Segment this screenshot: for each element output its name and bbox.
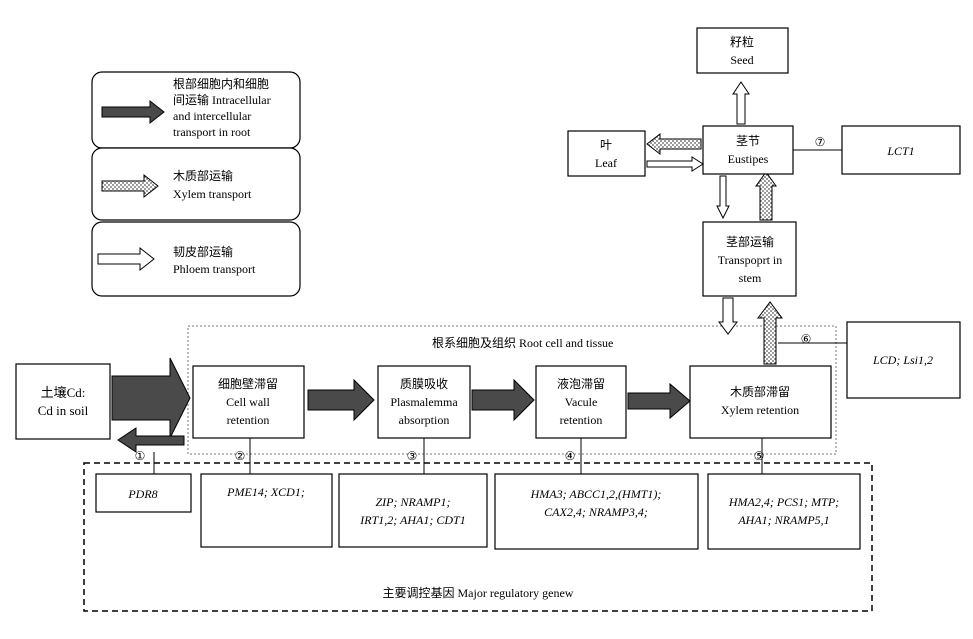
legend-label: transport in root <box>173 125 251 139</box>
stage-label: Cell wall <box>226 395 270 409</box>
stem-label: Transpoprt in <box>718 253 783 267</box>
stage-plasmalemma: 质膜吸收 Plasmalemma absorption <box>377 365 471 439</box>
stem-label: 茎部运输 <box>726 234 774 249</box>
stage-label: absorption <box>399 413 450 427</box>
marker-2: ② <box>235 449 246 463</box>
stage-cell-wall: 细胞壁滞留 Cell wall retention <box>192 365 305 439</box>
legend-label: 根部细胞内和细胞 <box>173 76 269 91</box>
stage-label: 细胞壁滞留 <box>218 376 278 391</box>
xylem-up-arrow-icon <box>755 171 777 221</box>
flow-arrow-icon <box>307 378 375 422</box>
phloem-up-arrow-icon <box>732 81 750 125</box>
legend-phloem: 韧皮部运输 Phloem transport <box>91 221 301 297</box>
stage-label: Plasmalemma <box>390 395 458 409</box>
xylem-left-arrow-icon <box>646 132 702 156</box>
seed-label: 籽粒 <box>730 34 754 49</box>
legend-label: 间运输 Intracellular <box>173 92 271 107</box>
legend: 根部细胞内和细胞 间运输 Intracellular and intercell… <box>91 71 301 297</box>
stage-label: 液泡滞留 <box>557 376 605 391</box>
soil-uptake-arrow-icon <box>111 357 191 439</box>
flow-arrow-icon <box>471 378 535 422</box>
seed-box: 籽粒 Seed <box>696 27 789 74</box>
gene-label: CAX2,4; NRAMP3,4; <box>544 505 648 519</box>
stage-label: retention <box>560 413 603 427</box>
gene-label: PME14; XCD1; <box>226 485 305 499</box>
gene-box-5: HMA2,4; PCS1; MTP; AHA1; NRAMP5,1 <box>707 473 861 550</box>
flow-arrow-icon <box>627 382 691 420</box>
legend-xylem: 木质部运输 Xylem transport <box>91 147 301 221</box>
leaf-label: Leaf <box>595 156 617 170</box>
intracellular-arrow-icon <box>101 99 165 125</box>
gene-box-4: HMA3; ABCC1,2,(HMT1); CAX2,4; NRAMP3,4; <box>494 473 699 550</box>
seed-label: Seed <box>730 53 753 67</box>
gene-box-6: LCD; Lsi1,2 <box>846 321 961 399</box>
gene-label: ZIP; NRAMP1; <box>376 495 451 509</box>
phloem-arrow-icon <box>97 246 155 272</box>
gene-box-7: LCT1 <box>841 125 961 175</box>
stage-label: Xylem retention <box>721 403 799 417</box>
gene-label: LCT1 <box>886 144 914 158</box>
marker-1: ① <box>135 449 146 463</box>
node-box: 茎节 Eustipes <box>702 125 794 175</box>
soil-box: 土壤Cd: Cd in soil <box>15 363 111 440</box>
stage-vacuole: 液泡滞留 Vacule retention <box>535 365 627 439</box>
gene-label: HMA3; ABCC1,2,(HMT1); <box>530 487 662 501</box>
stage-label: 质膜吸收 <box>400 377 448 391</box>
xylem-up-arrow-icon <box>757 301 783 365</box>
phloem-down-arrow-icon <box>718 297 738 335</box>
efflux-arrow-icon <box>117 427 185 453</box>
stem-label: stem <box>739 271 762 285</box>
marker-7: ⑦ <box>815 135 826 149</box>
soil-label: Cd in soil <box>38 403 89 418</box>
leaf-box: 叶 Leaf <box>567 130 646 177</box>
legend-box <box>91 221 301 297</box>
legend-box <box>91 147 301 221</box>
leaf-label: 叶 <box>600 138 612 152</box>
node-label: Eustipes <box>728 152 769 166</box>
gene-label: IRT1,2; AHA1; CDT1 <box>359 513 465 527</box>
stage-label: 木质部滞留 <box>730 384 790 399</box>
legend-label: Xylem transport <box>173 187 252 201</box>
phloem-right-arrow-icon <box>646 156 704 172</box>
marker-5: ⑤ <box>754 449 765 463</box>
legend-label: 韧皮部运输 <box>173 244 233 259</box>
marker-6: ⑥ <box>801 332 812 346</box>
stage-xylem-retention: 木质部滞留 Xylem retention <box>689 365 832 439</box>
root-region <box>187 325 837 455</box>
stem-box: 茎部运输 Transpoprt in stem <box>702 221 797 297</box>
gene-box-3: ZIP; NRAMP1; IRT1,2; AHA1; CDT1 <box>338 473 488 548</box>
marker-3: ③ <box>407 449 418 463</box>
root-region-label: 根系细胞及组织 Root cell and tissue <box>432 336 613 350</box>
legend-intracellular: 根部细胞内和细胞 间运输 Intracellular and intercell… <box>91 71 301 149</box>
xylem-arrow-icon <box>101 173 159 199</box>
legend-label: and intercellular <box>173 109 251 123</box>
marker-4: ④ <box>565 449 576 463</box>
genes-region-label: 主要调控基因 Major regulatory genew <box>383 586 574 600</box>
node-label: 茎节 <box>736 134 760 148</box>
gene-label: PDR8 <box>127 487 157 501</box>
soil-label: 土壤Cd: <box>41 385 86 400</box>
gene-label: LCD; Lsi1,2 <box>872 353 933 367</box>
gene-label: AHA1; NRAMP5,1 <box>737 513 829 527</box>
gene-box-1: PDR8 <box>95 473 192 513</box>
stage-label: retention <box>227 413 270 427</box>
legend-label: 木质部运输 <box>173 168 233 183</box>
stage-label: Vacule <box>565 395 598 409</box>
gene-label: HMA2,4; PCS1; MTP; <box>728 495 839 509</box>
phloem-down-arrow-icon <box>716 175 730 220</box>
gene-box-2: PME14; XCD1; <box>200 473 333 548</box>
genes-region <box>83 462 873 612</box>
legend-label: Phloem transport <box>173 262 256 276</box>
